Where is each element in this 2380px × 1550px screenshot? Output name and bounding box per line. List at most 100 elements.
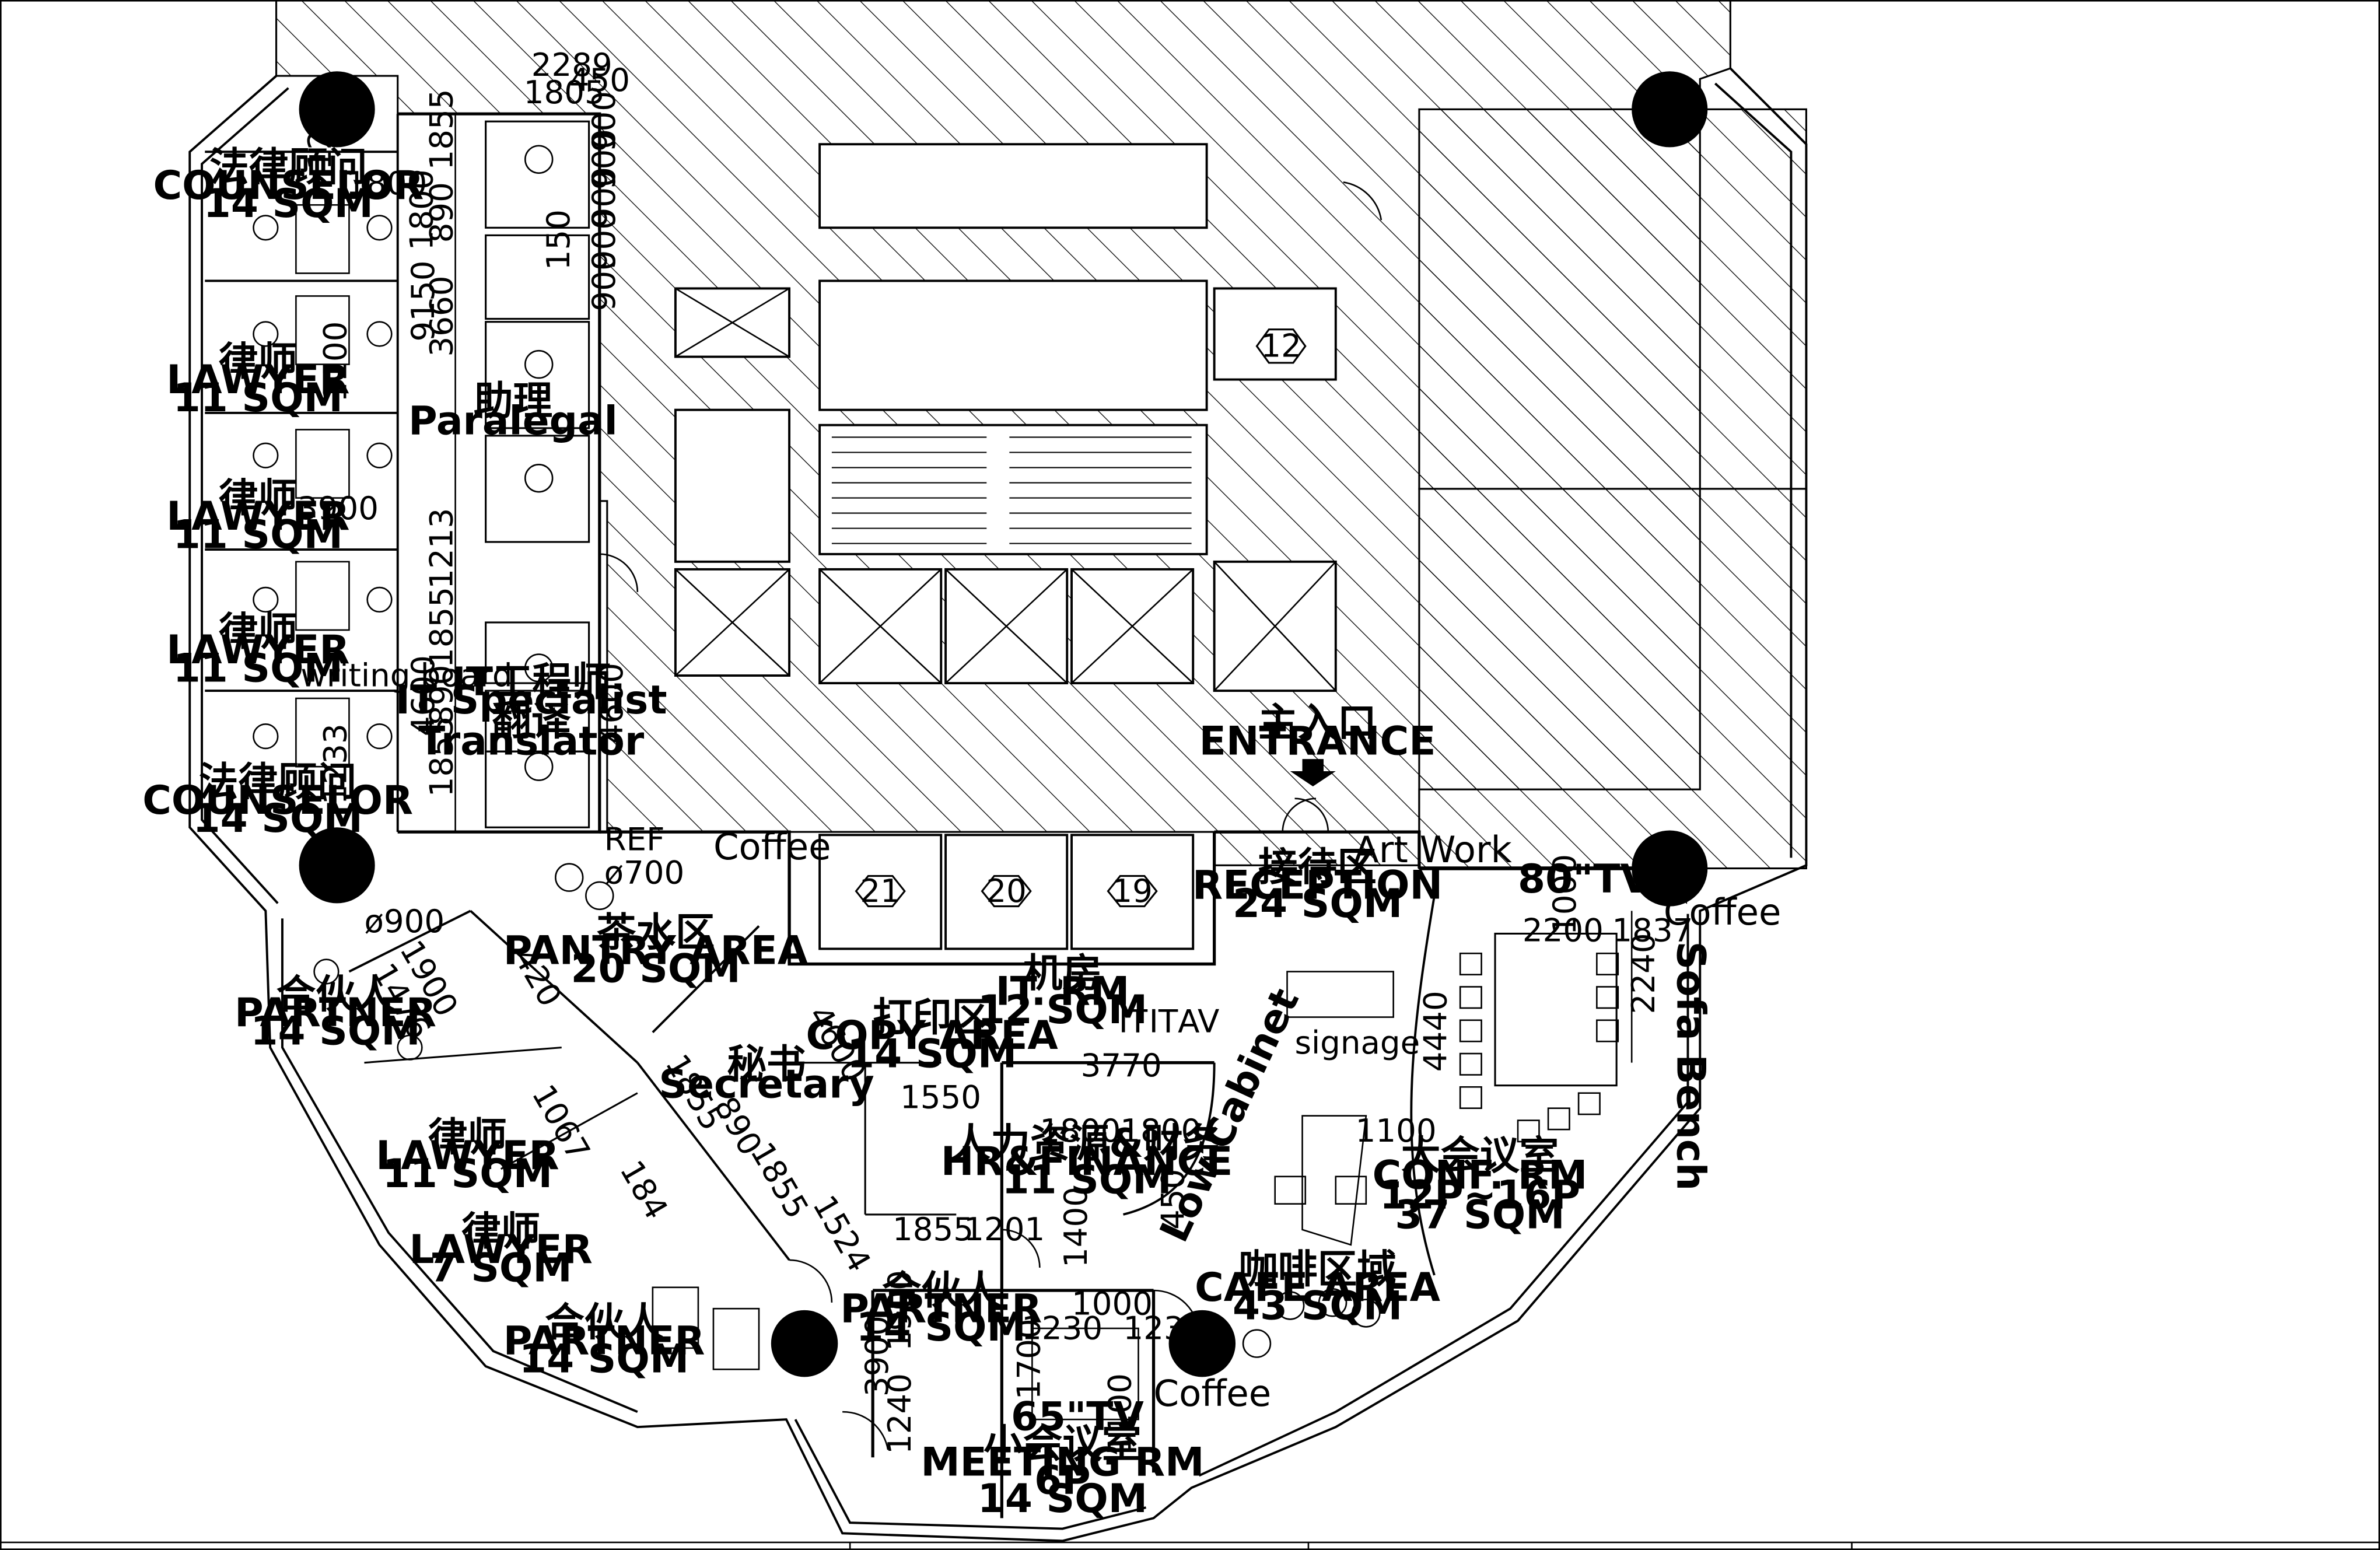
west-office-partitions (205, 112, 601, 834)
annotation-it-rack-2: IT (1149, 1003, 1178, 1040)
room-label-copy-en: COPY AREA (806, 1012, 1059, 1058)
dimension: 1201 (964, 1210, 1045, 1248)
room-label-meeting-area: 14 SQM (978, 1475, 1147, 1521)
annotation-it-rack-1: IT (1119, 1003, 1148, 1040)
room-label-hr-cn: 人力资源&财务 (951, 1120, 1223, 1166)
room-label-lawyer-5-cn: 律师 (461, 1208, 540, 1254)
room-label-paralegal-cn: 助理 (474, 377, 552, 424)
column-w (299, 827, 375, 904)
dimension: 1524 (806, 1189, 878, 1278)
room-label-copy-area: 14 SQM (847, 1030, 1017, 1076)
dimension: 1550 (900, 1079, 981, 1116)
columns (299, 71, 1708, 1377)
room-label-hr-en: HR&FINANCE (941, 1138, 1233, 1184)
dimension: 1805 (524, 74, 605, 111)
shaft-markers (855, 328, 1307, 908)
dimension: 9150 (404, 260, 442, 341)
dimension: 3770 (1081, 1047, 1162, 1084)
doors (599, 181, 1382, 1450)
room-label-lawyer-2-en: LAWYER (166, 493, 349, 539)
room-label-pantry-area: 20 SQM (570, 946, 740, 992)
room-label-meeting-capacity: 6P (1034, 1457, 1091, 1503)
column-s2 (1168, 1310, 1236, 1377)
annotation-av-rack: AV (1178, 1003, 1219, 1040)
dimension: 1400 (1057, 1187, 1094, 1268)
room-label-counselor-bottom-cn: 法律顾问 (199, 759, 357, 805)
room-label-counselor-bottom-en: COUNSELOR (142, 777, 413, 823)
entrance-arrow (1290, 759, 1336, 787)
dimension: 1230 (1021, 1309, 1102, 1346)
room-label-lawyer-1-en: LAWYER (166, 356, 349, 403)
dimension: 1000 (1546, 854, 1583, 935)
dimension: ø900 (364, 902, 444, 940)
dimension: 150 (540, 209, 577, 270)
room-label-reception-cn: 接待区 (1258, 844, 1377, 890)
room-label-conf-capacity: 12P~16P (1380, 1171, 1580, 1217)
annotation-coffee-pantry: Coffee (713, 825, 831, 868)
room-label-lawyer-1-area: 11 SQM (173, 375, 343, 421)
room-label-partner-bottom-cn: 合伙人 (882, 1267, 1000, 1313)
room-label-cafe-cn: 咖啡区域 (1238, 1246, 1396, 1292)
room-label-it-room-en: IT. RM (996, 968, 1130, 1014)
room-label-counselor-top-cn: 法律顾问 (209, 144, 368, 190)
dimension: 1855 (422, 587, 460, 668)
annotation-tv-80: 80"TV (1518, 856, 1651, 902)
dimension: 1800 (346, 165, 427, 202)
shaft-label-21: 21 (860, 872, 901, 909)
column-s1 (771, 1310, 838, 1377)
room-label-partner-bottom-en: PARTNER (840, 1286, 1042, 1332)
room-label-secretary-en: Secretary (659, 1061, 874, 1107)
dimension: 1800 (1120, 1112, 1201, 1149)
conference-furniture (1459, 911, 1633, 1143)
room-label-lawyer-2-cn: 律师 (219, 475, 298, 521)
room-label-translator-cn: 翻译 (492, 698, 571, 744)
room-label-partner-left-area: 14 SQM (250, 1007, 420, 1054)
dimension: 1240 (881, 1373, 918, 1454)
shaft-label-20: 20 (986, 872, 1027, 909)
dimension: 900 (585, 209, 622, 270)
desk-clusters (253, 145, 554, 781)
annotation-coffee-conf: Coffee (1664, 891, 1782, 933)
annotation-tv-65: 65"TV (1011, 1393, 1144, 1439)
room-label-secretary-cn: 秘书 (727, 1041, 806, 1087)
room-label-counselor-top-area: 14 SQM (204, 180, 373, 226)
room-label-pantry-cn: 茶水区 (597, 909, 715, 955)
room-label-entrance-cn: 主入口 (1258, 699, 1377, 746)
building-outline (188, 67, 1808, 1542)
dimension: 1700 (1010, 1318, 1047, 1399)
room-label-reception-en: RECEPTION (1192, 862, 1443, 908)
dimension: 2240 (1625, 933, 1662, 1014)
dimension: 1000 (1072, 1285, 1153, 1322)
shaft-label-12: 12 (1261, 327, 1301, 365)
dimension: 450 (569, 61, 630, 99)
shaft-marker-19 (1107, 874, 1158, 908)
dimension: 1800 (1040, 1112, 1121, 1149)
room-label-it-room-cn: 机房 (1023, 950, 1102, 996)
dimension: 4600 (593, 663, 630, 744)
dimension: 900 (585, 91, 622, 152)
column-nw (299, 71, 375, 148)
shaft-label-19: 19 (1112, 872, 1153, 909)
room-label-lawyer-4-area: 11 SQM (383, 1150, 552, 1196)
room-label-hr-area: 11 SQM (1002, 1156, 1171, 1202)
annotation-fridge: REF (604, 820, 665, 858)
room-label-partner-bl-cn: 合伙人 (545, 1299, 663, 1345)
room-label-lawyer-3-area: 11 SQM (173, 645, 343, 691)
annotation-signage: signage (1295, 1024, 1420, 1061)
room-label-cafe-area: 43 SQM (1233, 1282, 1402, 1328)
dimension: ø700 (604, 854, 685, 891)
dimension: 1837 (1612, 911, 1693, 949)
room-label-lawyer-5-area: 7 SQM (430, 1244, 572, 1290)
room-label-counselor-top-en: COUNSELOR (153, 162, 424, 208)
room-label-lawyer-4-cn: 律师 (428, 1114, 507, 1160)
shaft-marker-21 (855, 874, 906, 908)
dimension: 3900 (298, 489, 379, 527)
dimension: 1100 (1101, 1373, 1139, 1454)
dimension: 890 (422, 182, 460, 243)
room-label-counselor-bottom-area: 14 SQM (193, 795, 363, 841)
room-label-partner-left-cn: 合伙人 (276, 971, 395, 1017)
dimension: 1800 (403, 169, 440, 250)
dimension: 450 (1154, 1169, 1192, 1230)
dimension: 1213 (422, 508, 460, 589)
dimension: 1233 (301, 89, 338, 170)
